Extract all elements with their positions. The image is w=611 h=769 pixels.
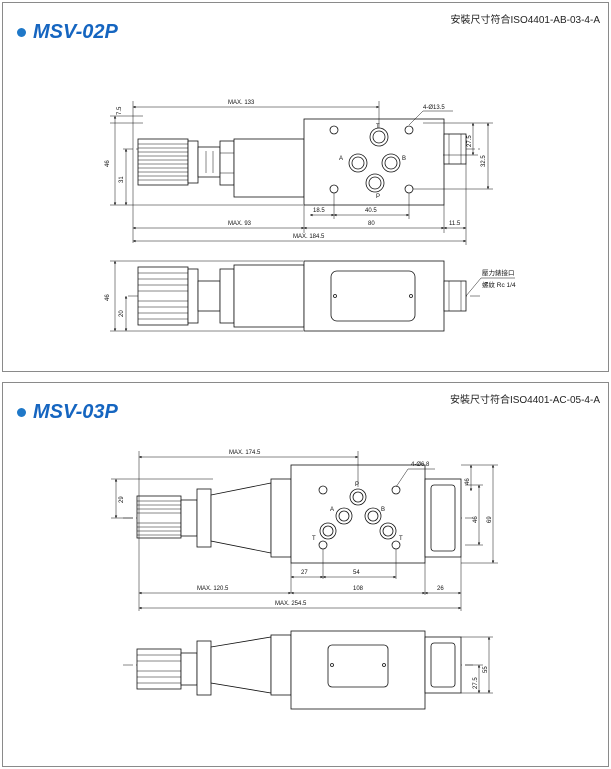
port-p-label: P bbox=[376, 194, 380, 200]
dim-max254-5: MAX. 254.5 bbox=[275, 601, 307, 607]
port-a-label-03: A bbox=[330, 507, 334, 513]
port-b-label: B bbox=[402, 156, 406, 162]
dim-max93: MAX. 93 bbox=[228, 221, 252, 227]
dim-55: 55 bbox=[483, 666, 489, 673]
bullet-icon bbox=[17, 408, 26, 417]
port-t2-label-03: T bbox=[399, 536, 403, 542]
gauge-port-label: 壓力錶接口 bbox=[482, 268, 515, 277]
dim-7-5: 7.5 bbox=[117, 106, 123, 115]
dim-20: 20 bbox=[119, 310, 125, 317]
dim-11-5: 11.5 bbox=[449, 221, 461, 227]
dim-27-5-03: 27.5 bbox=[473, 677, 479, 689]
dim-40-5: 40.5 bbox=[365, 208, 377, 214]
dim-29: 29 bbox=[119, 496, 125, 503]
msv-02p-heading: MSV-02P bbox=[17, 21, 118, 44]
dim-69: 69 bbox=[487, 516, 493, 523]
msv-03p-title: MSV-03P bbox=[33, 401, 118, 423]
msv-02p-title: MSV-02P bbox=[33, 21, 118, 43]
dim-54: 54 bbox=[353, 570, 360, 576]
port-p-label-03: P bbox=[355, 482, 359, 488]
dim-31: 31 bbox=[119, 176, 125, 183]
dim-max184-5: MAX. 184.5 bbox=[293, 234, 325, 240]
msv-03p-spec-text: 安裝尺寸符合ISO4401-AC-05-4-A bbox=[449, 395, 600, 406]
dim-108: 108 bbox=[353, 586, 364, 592]
dim-46b-02: 46 bbox=[105, 294, 111, 301]
dim-27-5-02: 27.5 bbox=[467, 135, 473, 147]
msv-02p-drawing: T A B P bbox=[105, 100, 516, 332]
dim-holes-03: 4-Ø6.8 bbox=[411, 462, 430, 468]
port-a-label: A bbox=[339, 156, 343, 162]
dim-27: 27 bbox=[301, 570, 308, 576]
dim-18-5: 18.5 bbox=[313, 208, 325, 214]
msv-02p-spec-text: 安裝尺寸符合ISO4401-AB-03-4-A bbox=[450, 15, 601, 26]
dim-32-5: 32.5 bbox=[481, 155, 487, 167]
gauge-thread-label: 螺紋 Rc 1/4 bbox=[482, 280, 516, 289]
knob-02-top bbox=[137, 138, 189, 186]
msv-03p-panel: MSV-03P 安裝尺寸符合ISO4401-AC-05-4-A bbox=[2, 382, 609, 767]
dim-46-03: 46 bbox=[465, 478, 471, 485]
msv-03p-drawing: P A B T T bbox=[111, 450, 498, 710]
msv-03p-heading: MSV-03P bbox=[17, 401, 118, 424]
port-t1-label-03: T bbox=[312, 536, 316, 542]
dim-max120-5: MAX. 120.5 bbox=[197, 586, 229, 592]
msv-02p-panel: MSV-02P 安裝尺寸符合ISO4401-AB-03-4-A bbox=[2, 2, 609, 372]
dim-max133: MAX. 133 bbox=[228, 100, 255, 106]
dim-26: 26 bbox=[437, 586, 444, 592]
dim-46-02: 46 bbox=[105, 160, 111, 167]
dim-holes-02: 4-Ø13.5 bbox=[423, 105, 445, 111]
dim-max174-5: MAX. 174.5 bbox=[229, 450, 261, 456]
dim-80: 80 bbox=[368, 221, 375, 227]
port-t-label: T bbox=[376, 124, 380, 130]
port-b-label-03: B bbox=[381, 507, 385, 513]
bullet-icon bbox=[17, 28, 26, 37]
dim-46b-03: 46 bbox=[473, 516, 479, 523]
